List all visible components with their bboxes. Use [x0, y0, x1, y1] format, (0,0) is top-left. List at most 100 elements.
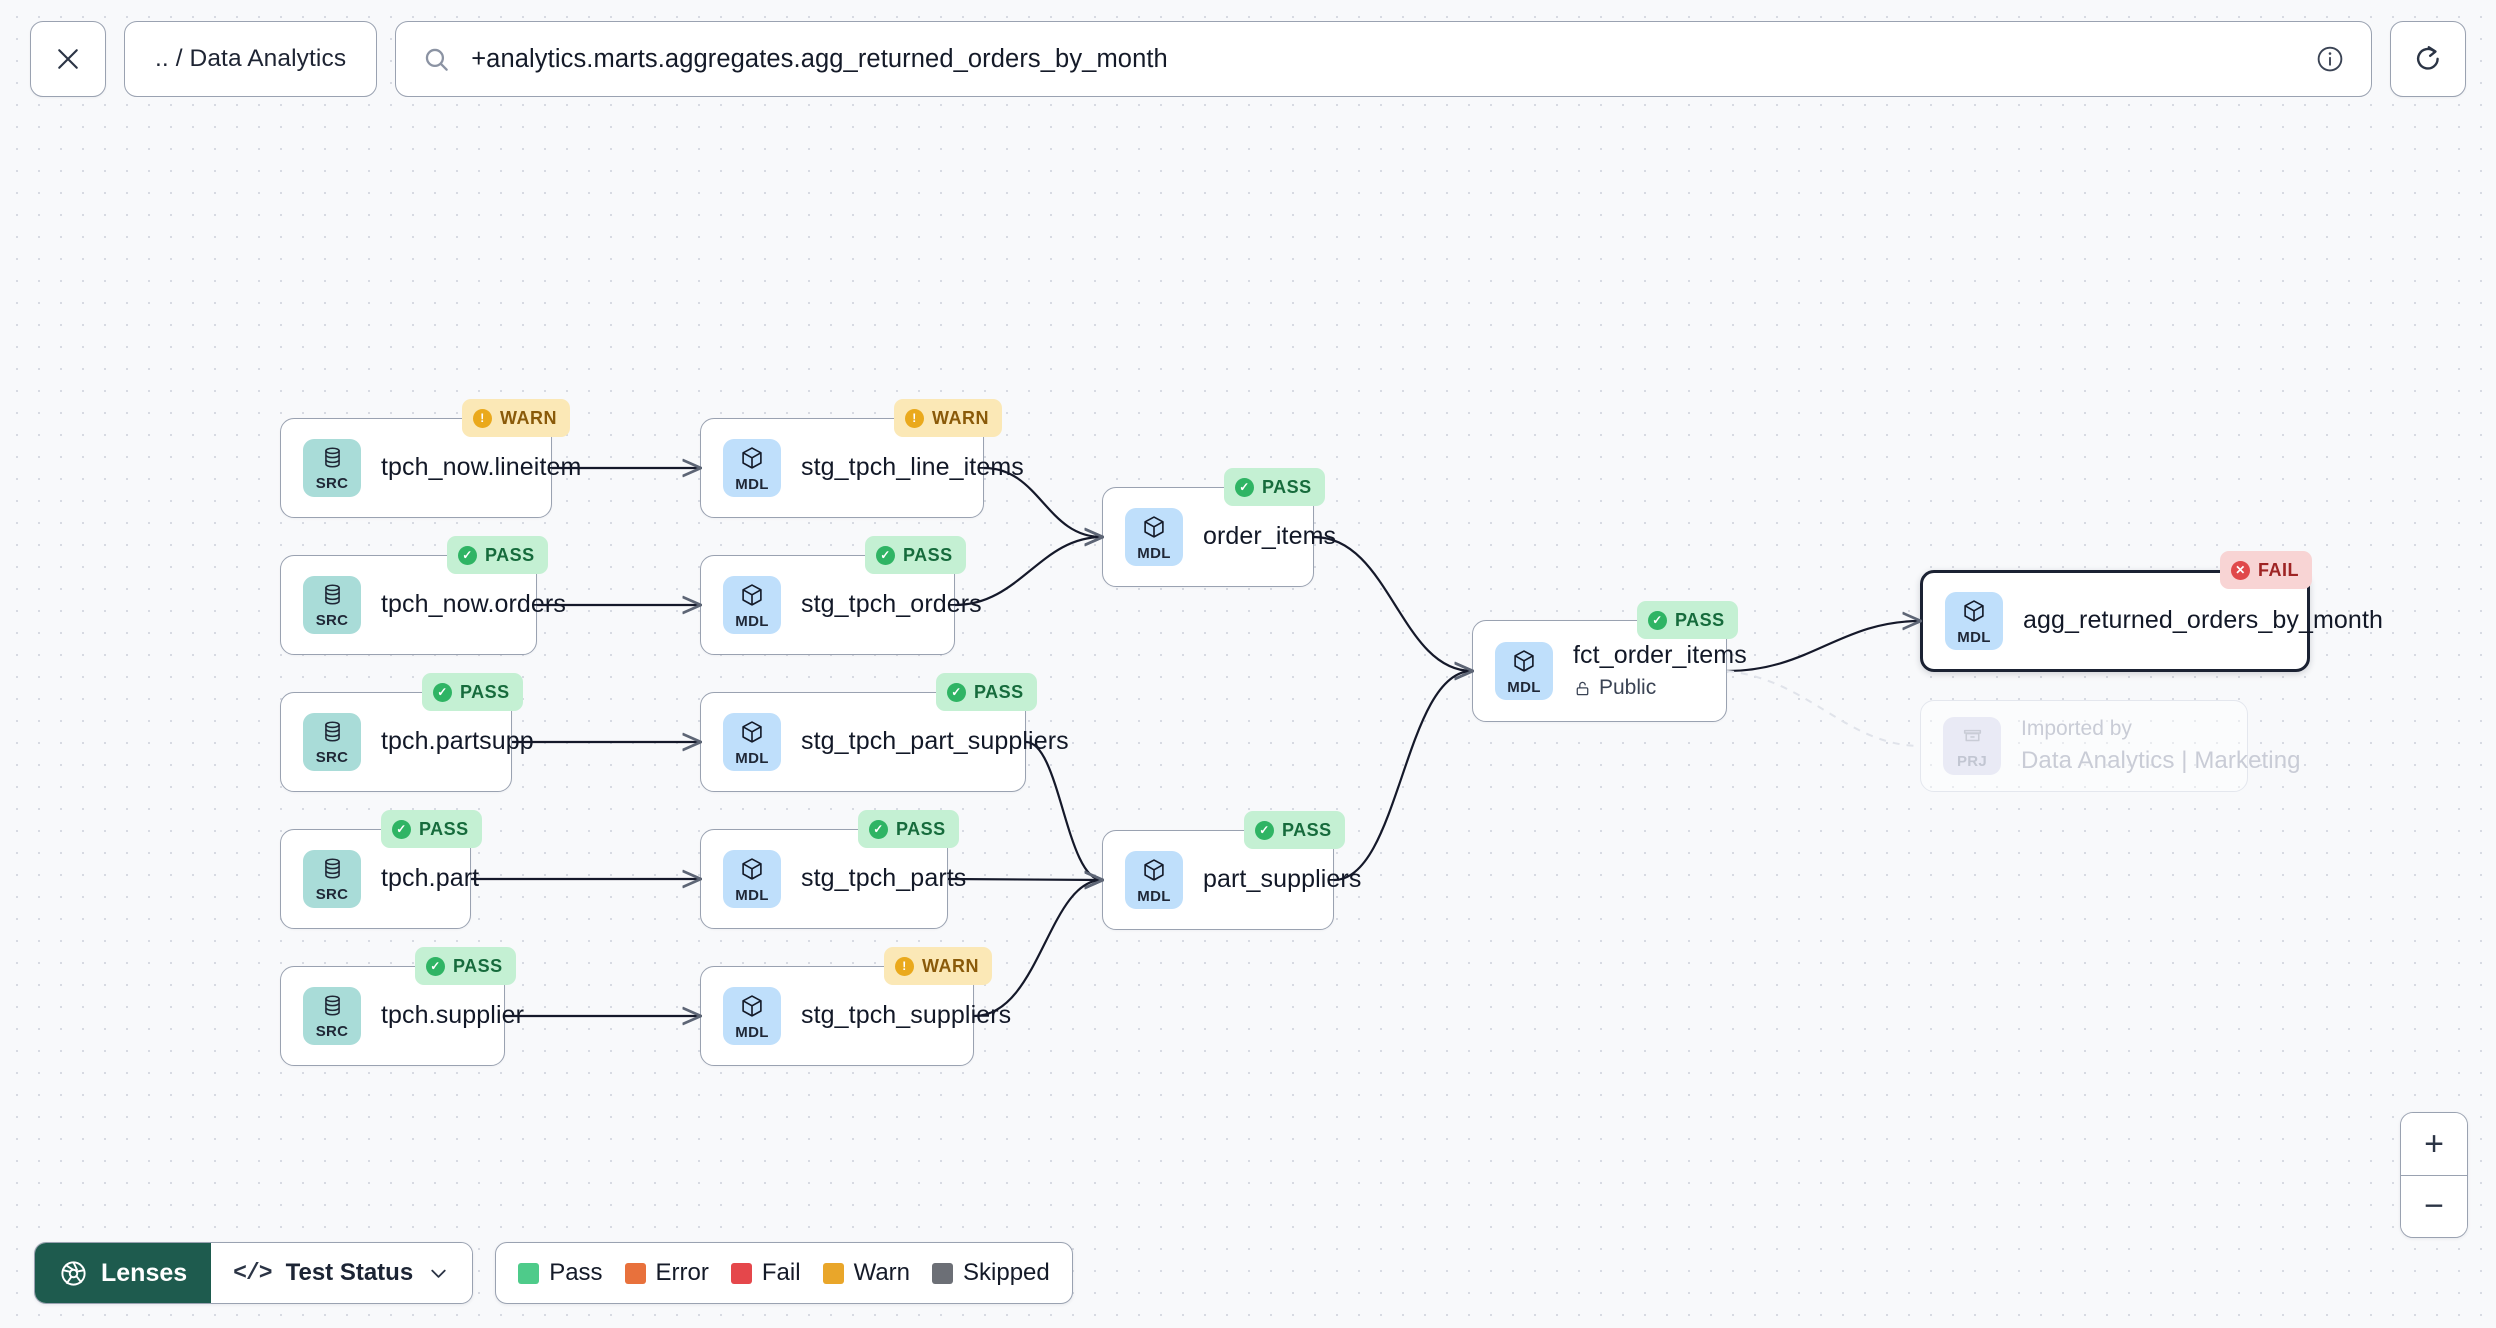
node-type-label: SRC: [315, 749, 349, 766]
node-title: part_suppliers: [1203, 865, 1362, 894]
status-badge-label: PASS: [1282, 819, 1332, 840]
node-text: stg_tpch_part_suppliers: [801, 727, 1069, 756]
aperture-icon: [59, 1259, 88, 1288]
status-badge-pass[interactable]: ✓ PASS: [415, 947, 516, 985]
node-text: agg_returned_orders_by_month: [2023, 607, 2383, 635]
node-type-chip-src: SRC: [303, 987, 361, 1045]
status-dot-icon: ✓: [426, 956, 445, 976]
node-type-chip-mdl: MDL: [723, 439, 781, 497]
node-type-chip-mdl: MDL: [1495, 642, 1553, 700]
status-badge-label: PASS: [453, 955, 503, 976]
legend-item-fail[interactable]: Fail: [730, 1259, 801, 1287]
status-badge-pass[interactable]: ✓PASS: [858, 810, 959, 848]
legend-item-error[interactable]: Error: [624, 1259, 709, 1287]
status-dot-icon: !: [473, 408, 492, 428]
node-type-label: SRC: [315, 612, 349, 629]
node-title: tpch_now.lineitem: [381, 453, 582, 482]
close-icon: [53, 44, 83, 74]
status-badge-pass[interactable]: ✓PASS: [1637, 601, 1738, 639]
lenses-group: Lenses </> Test Status: [34, 1242, 474, 1304]
node-type-chip-prj: PRJ: [1943, 717, 2001, 775]
status-badge-label: PASS: [1675, 609, 1725, 630]
node-text: fct_order_items Public: [1573, 641, 1747, 701]
node-type-label: MDL: [735, 886, 769, 904]
refresh-icon: [2412, 43, 2444, 75]
close-button[interactable]: [30, 21, 106, 97]
node-text: tpch_now.lineitem: [381, 453, 582, 482]
status-badge-label: WARN: [922, 955, 979, 976]
status-badge-fail[interactable]: ✕FAIL: [2220, 551, 2312, 589]
status-badge-warn[interactable]: !WARN: [894, 399, 1002, 437]
search-input[interactable]: +analytics.marts.aggregates.agg_returned…: [471, 44, 1168, 73]
status-badge-pass[interactable]: ✓PASS: [865, 536, 966, 574]
status-dot-icon: ✕: [2231, 560, 2250, 580]
status-dot-icon: ✓: [876, 545, 895, 565]
legend-swatch-icon: [822, 1262, 844, 1284]
node-text: stg_tpch_line_items: [801, 453, 1024, 482]
zoom-in-button[interactable]: +: [2401, 1113, 2467, 1175]
status-badge-pass[interactable]: ✓PASS: [936, 673, 1037, 711]
cube-icon: [1141, 857, 1167, 888]
legend-swatch-icon: [518, 1262, 540, 1284]
cube-icon: [1141, 514, 1167, 545]
status-dot-icon: ✓: [392, 819, 411, 839]
node-type-label: MDL: [1137, 544, 1171, 562]
legend-item-warn[interactable]: Warn: [822, 1259, 910, 1287]
node-type-chip-src: SRC: [303, 576, 361, 634]
test-status-dropdown[interactable]: </> Test Status: [211, 1243, 473, 1303]
search-bar[interactable]: +analytics.marts.aggregates.agg_returned…: [395, 21, 2372, 97]
test-status-label: Test Status: [285, 1259, 414, 1286]
status-dot-icon: ✓: [458, 545, 477, 565]
node-text: order_items: [1203, 523, 1336, 551]
node-title: tpch_now.orders: [381, 590, 566, 619]
legend-item-pass[interactable]: Pass: [518, 1259, 603, 1287]
node-title: Data Analytics | Marketing: [2021, 747, 2301, 775]
node-title: stg_tpch_part_suppliers: [801, 727, 1069, 756]
cube-icon: [739, 445, 765, 476]
node-title: tpch.partsupp: [381, 727, 534, 756]
node-type-label: MDL: [1137, 887, 1171, 905]
database-icon: [320, 719, 345, 749]
node-type-label: SRC: [315, 475, 349, 492]
node-type-chip-src: SRC: [303, 439, 361, 497]
node-type-label: PRJ: [1956, 753, 1988, 770]
legend-item-skipped[interactable]: Skipped: [932, 1259, 1050, 1287]
status-badge-pass[interactable]: ✓PASS: [447, 536, 548, 574]
graph-node-tpch_now_orders[interactable]: SRC tpch_now.orders: [280, 555, 566, 655]
lenses-button[interactable]: Lenses: [35, 1243, 212, 1303]
cube-icon: [739, 993, 765, 1024]
cube-icon: [1511, 648, 1537, 679]
legend-label: Skipped: [963, 1259, 1050, 1286]
node-text: stg_tpch_orders: [801, 590, 982, 619]
status-badge-warn[interactable]: ! WARN: [884, 947, 992, 985]
node-text: stg_tpch_suppliers: [801, 1002, 1011, 1030]
legend-label: Error: [655, 1259, 709, 1286]
node-text: tpch.partsupp: [381, 727, 534, 756]
cube-icon: [1961, 598, 1987, 629]
status-dot-icon: !: [895, 956, 914, 976]
database-icon: [320, 445, 345, 475]
info-icon[interactable]: [2315, 44, 2345, 74]
node-title: stg_tpch_line_items: [801, 453, 1024, 482]
legend-swatch-icon: [624, 1262, 646, 1284]
database-icon: [320, 856, 345, 886]
zoom-out-button[interactable]: −: [2401, 1175, 2467, 1237]
status-badge-pass[interactable]: ✓PASS: [422, 673, 523, 711]
refresh-button[interactable]: [2390, 21, 2466, 97]
status-badge-label: PASS: [419, 818, 469, 839]
node-title: tpch.part: [381, 864, 480, 893]
status-badge-pass[interactable]: ✓PASS: [1224, 468, 1325, 506]
status-badge-label: PASS: [1262, 476, 1312, 497]
node-type-label: SRC: [315, 886, 349, 903]
breadcrumb-label: .. / Data Analytics: [155, 45, 347, 72]
status-badge-pass[interactable]: ✓ PASS: [381, 810, 482, 848]
status-badge-warn[interactable]: !WARN: [462, 399, 570, 437]
node-title: stg_tpch_orders: [801, 590, 982, 619]
status-badge-pass[interactable]: ✓PASS: [1244, 811, 1345, 849]
node-title: stg_tpch_parts: [801, 864, 967, 893]
node-type-label: MDL: [735, 749, 769, 767]
breadcrumb[interactable]: .. / Data Analytics: [124, 21, 378, 97]
node-type-label: MDL: [735, 612, 769, 630]
